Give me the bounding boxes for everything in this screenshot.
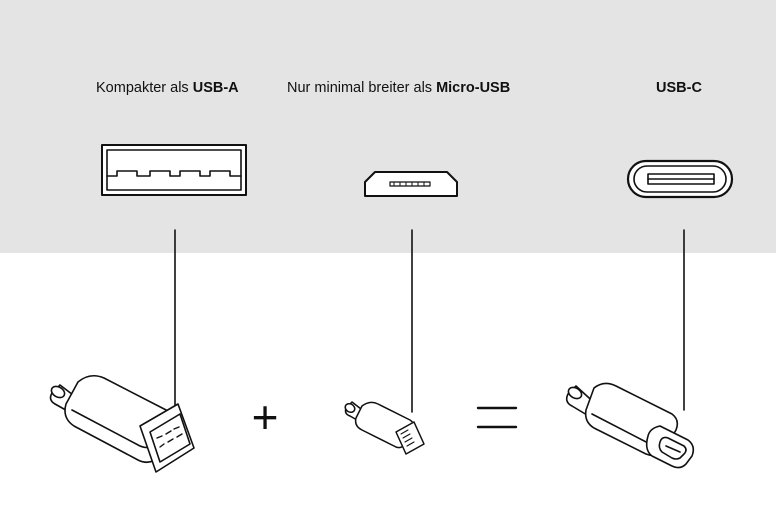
equals-sign: [476, 406, 518, 429]
usb-a-port-icon: [101, 144, 247, 196]
usb-a-plug-icon: [49, 374, 195, 473]
comparison-panel: [0, 0, 776, 253]
micro-usb-caption: Nur minimal breiter als Micro-USB: [287, 80, 511, 96]
usb-c-plug-icon: [565, 382, 695, 469]
micro-usb-plug-icon: [344, 401, 425, 455]
micro-usb-port-icon: [364, 171, 458, 197]
usb-c-port-icon: [626, 159, 734, 199]
usb-a-caption: Kompakter als USB-A: [96, 80, 239, 96]
plus-sign: +: [252, 391, 279, 443]
usb-c-caption: USB-C: [656, 80, 702, 96]
